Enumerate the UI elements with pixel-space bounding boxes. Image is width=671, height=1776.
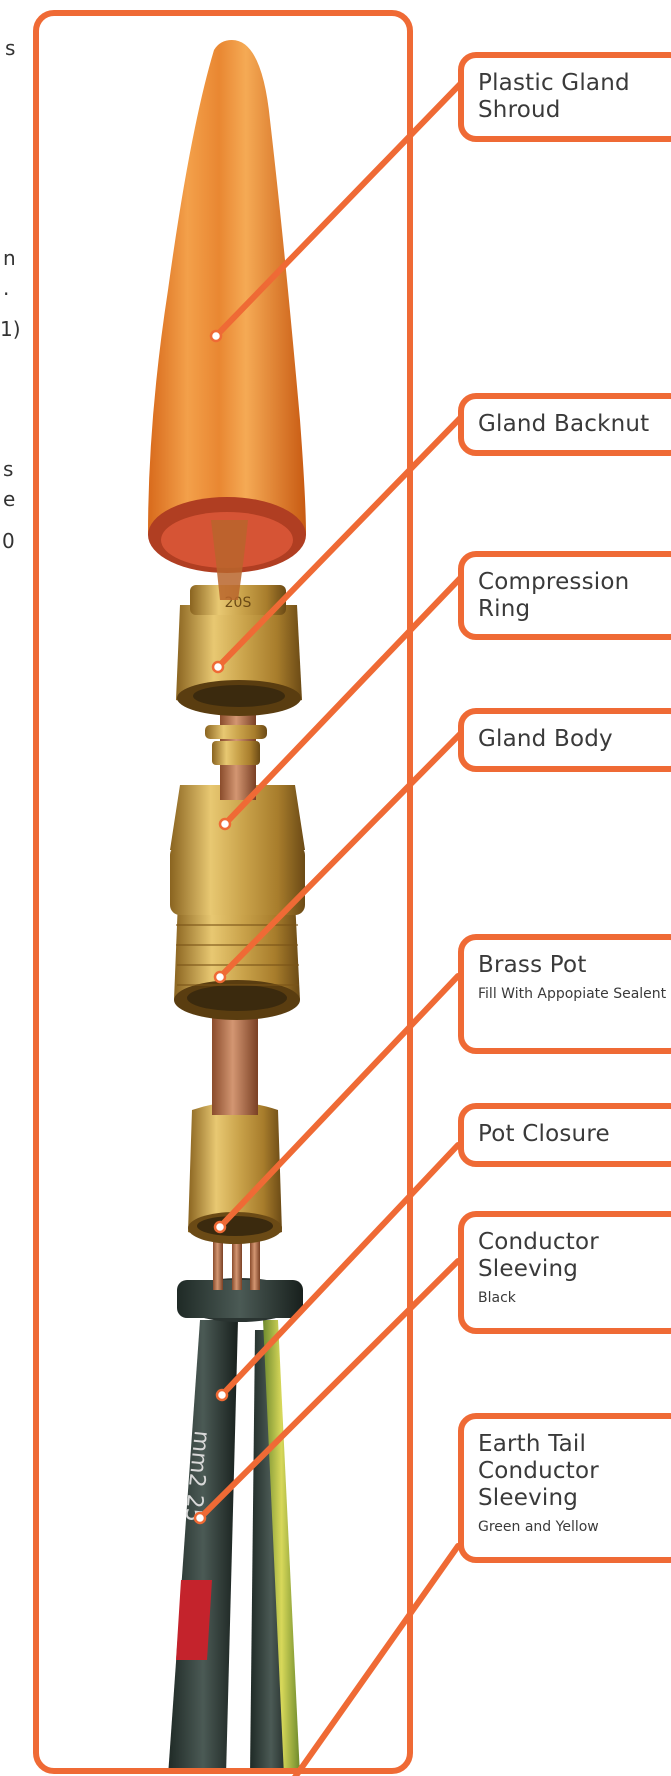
callout-conductor-sleeving: Conductor Sleeving Black	[458, 1211, 671, 1334]
callout-earth-tail-conductor-sleeving: Earth Tail Conductor Sleeving Green and …	[458, 1413, 671, 1563]
callout-title: Plastic Gland Shroud	[478, 70, 668, 124]
callout-brass-pot: Brass Pot Fill With Appopiate Sealent	[458, 934, 671, 1054]
callout-title: Conductor Sleeving	[478, 1229, 668, 1283]
callout-title: Earth Tail Conductor Sleeving	[478, 1431, 668, 1512]
callout-plastic-gland-shroud: Plastic Gland Shroud	[458, 52, 671, 142]
dot-compression	[220, 819, 230, 829]
callout-pot-closure: Pot Closure	[458, 1103, 671, 1167]
shroud-body	[148, 40, 306, 535]
callout-gland-backnut: Gland Backnut	[458, 393, 671, 456]
callout-gland-body: Gland Body	[458, 708, 671, 772]
callout-subtitle: Green and Yellow	[478, 1514, 668, 1540]
callout-title: Compression Ring	[478, 569, 668, 623]
red-sleeve	[176, 1580, 212, 1660]
dot-body	[215, 972, 225, 982]
photo-area: mm2 25	[148, 40, 306, 1776]
callout-title: Brass Pot	[478, 952, 668, 979]
dot-pot	[215, 1222, 225, 1232]
dot-backnut	[213, 662, 223, 672]
callout-subtitle: Black	[478, 1285, 668, 1311]
dot-closure	[217, 1390, 227, 1400]
leader-earth	[276, 1546, 458, 1776]
callout-title: Gland Backnut	[478, 411, 668, 438]
callout-compression-ring: Compression Ring	[458, 551, 671, 640]
callout-subtitle: Fill With Appopiate Sealent	[478, 981, 668, 1007]
callout-title: Gland Body	[478, 726, 668, 753]
dot-sleeving	[195, 1513, 205, 1523]
dot-shroud	[211, 331, 221, 341]
callout-title: Pot Closure	[478, 1121, 668, 1148]
